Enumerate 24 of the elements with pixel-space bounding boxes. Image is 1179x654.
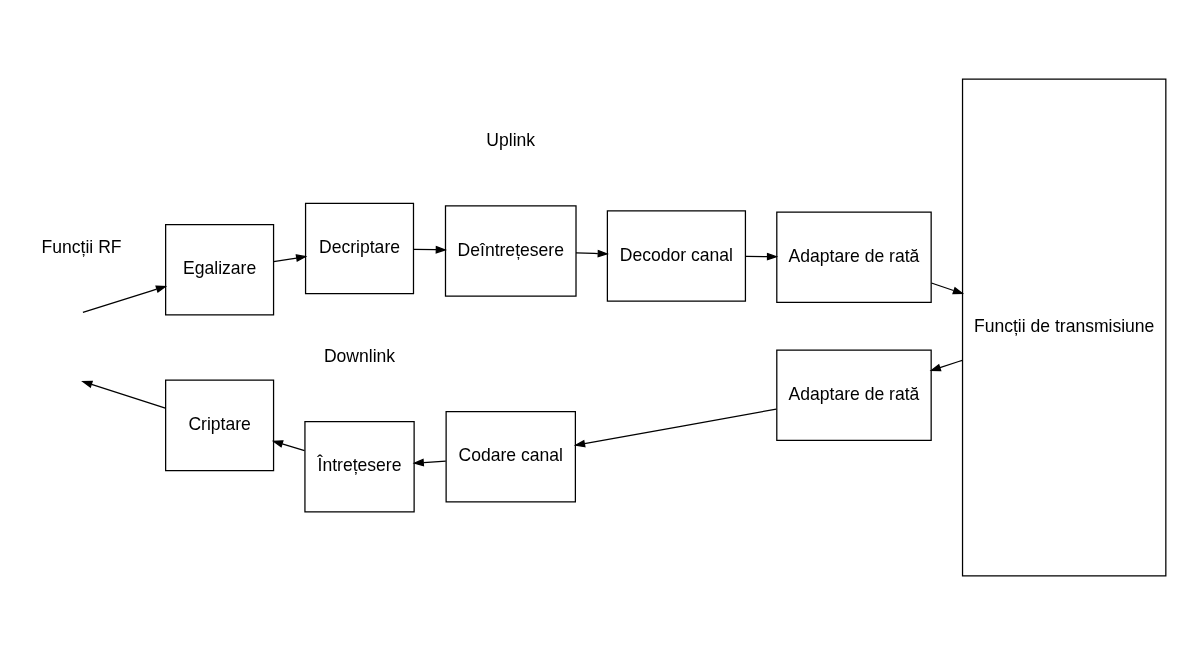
node-box: Funcții de transmisiune <box>961 77 1167 577</box>
node-box: Întrețesere <box>304 420 415 513</box>
node-box: Adaptare de rată <box>776 210 932 303</box>
node-box: Decriptare <box>304 202 415 294</box>
node-box: Decodor canal <box>606 209 747 302</box>
arrow <box>413 245 447 254</box>
arrow <box>82 285 168 313</box>
label: Uplink <box>486 129 536 150</box>
node-box: Codare canal <box>445 410 576 503</box>
node-box: Egalizare <box>165 223 275 316</box>
label: Downlink <box>323 345 396 366</box>
node-box: Criptare <box>165 379 275 471</box>
arrow <box>929 359 963 371</box>
arrow <box>271 439 306 451</box>
node-box: Adaptare de rată <box>776 348 932 441</box>
arrow <box>412 458 447 466</box>
arrow <box>745 252 779 261</box>
arrow <box>81 380 166 409</box>
label: Funcții RF <box>41 236 122 257</box>
arrow <box>272 253 308 262</box>
arrow <box>930 281 965 294</box>
node-box: Deîntrețesere <box>444 204 577 297</box>
arrow <box>575 249 609 258</box>
arrow <box>573 407 777 447</box>
